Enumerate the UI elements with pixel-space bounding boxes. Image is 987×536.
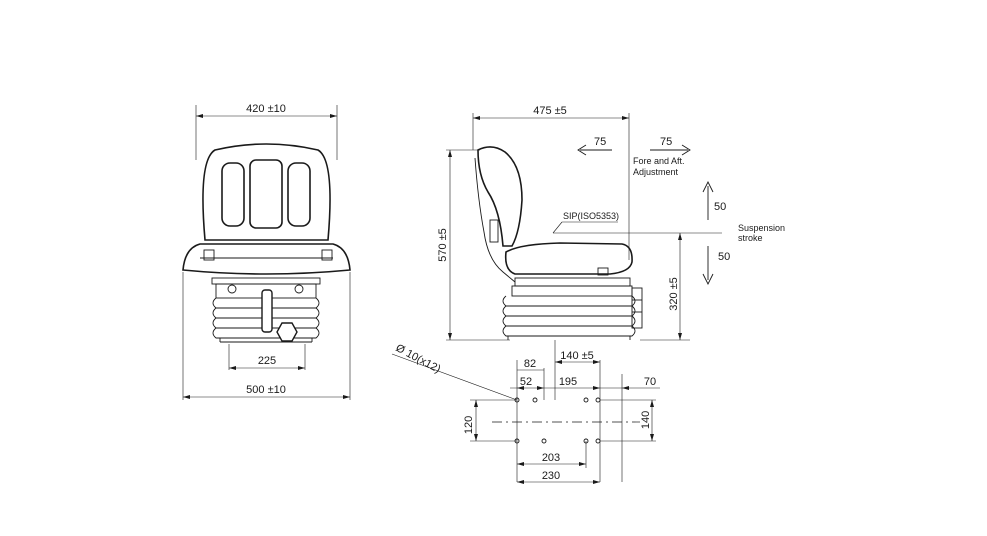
svg-text:120: 120 bbox=[463, 416, 475, 434]
mounting-pattern: Ø 10(x12) 140 ±5 82 52 195 70 bbox=[391, 340, 660, 484]
suspension-label: Suspension bbox=[738, 223, 785, 233]
side-dim-seat-height: 320 ±5 bbox=[668, 277, 680, 311]
svg-text:52: 52 bbox=[520, 376, 532, 388]
side-view: 475 ±5 75 75 Fore and Aft. Adjustment 57… bbox=[437, 105, 785, 341]
front-adjust-knob bbox=[276, 322, 298, 342]
front-adjust-lever bbox=[261, 289, 273, 333]
front-backrest-pad-right bbox=[287, 162, 311, 227]
svg-text:195: 195 bbox=[559, 376, 577, 388]
svg-text:stroke: stroke bbox=[738, 233, 763, 243]
svg-text:70: 70 bbox=[644, 376, 656, 388]
front-view: 420 ±10 bbox=[182, 103, 351, 400]
svg-text:140: 140 bbox=[640, 411, 652, 429]
svg-text:230: 230 bbox=[542, 470, 560, 482]
front-dim-bottom-width: 500 ±10 bbox=[246, 384, 286, 396]
svg-text:75: 75 bbox=[660, 136, 672, 148]
svg-text:75: 75 bbox=[594, 136, 606, 148]
side-dim-height: 570 ±5 bbox=[437, 228, 449, 262]
side-seat-cushion bbox=[504, 242, 633, 275]
svg-text:Adjustment: Adjustment bbox=[633, 167, 679, 177]
svg-text:50: 50 bbox=[718, 251, 730, 263]
front-backrest-pad-center bbox=[249, 159, 283, 229]
svg-text:203: 203 bbox=[542, 452, 560, 464]
side-bellows bbox=[502, 295, 636, 340]
fore-aft-arrows: 75 75 Fore and Aft. Adjustment bbox=[577, 136, 691, 177]
mounting-holes bbox=[514, 397, 601, 444]
svg-text:50: 50 bbox=[714, 201, 726, 213]
svg-text:82: 82 bbox=[524, 358, 536, 370]
front-dim-base-width: 225 bbox=[258, 355, 276, 367]
hole-label: Ø 10(x12) bbox=[394, 342, 443, 376]
front-seat-cushion bbox=[182, 243, 351, 275]
side-backrest bbox=[477, 146, 523, 247]
fore-aft-label: Fore and Aft. bbox=[633, 156, 685, 166]
side-dim-top-depth: 475 ±5 bbox=[533, 105, 567, 117]
front-backrest-pad-left bbox=[221, 162, 245, 227]
front-backrest bbox=[202, 143, 331, 241]
suspension-arrows: 50 50 Suspension stroke bbox=[702, 180, 785, 286]
svg-text:140 ±5: 140 ±5 bbox=[560, 350, 594, 362]
front-dim-top-width: 420 ±10 bbox=[246, 103, 286, 115]
sip-label: SIP(ISO5353) bbox=[563, 211, 619, 221]
